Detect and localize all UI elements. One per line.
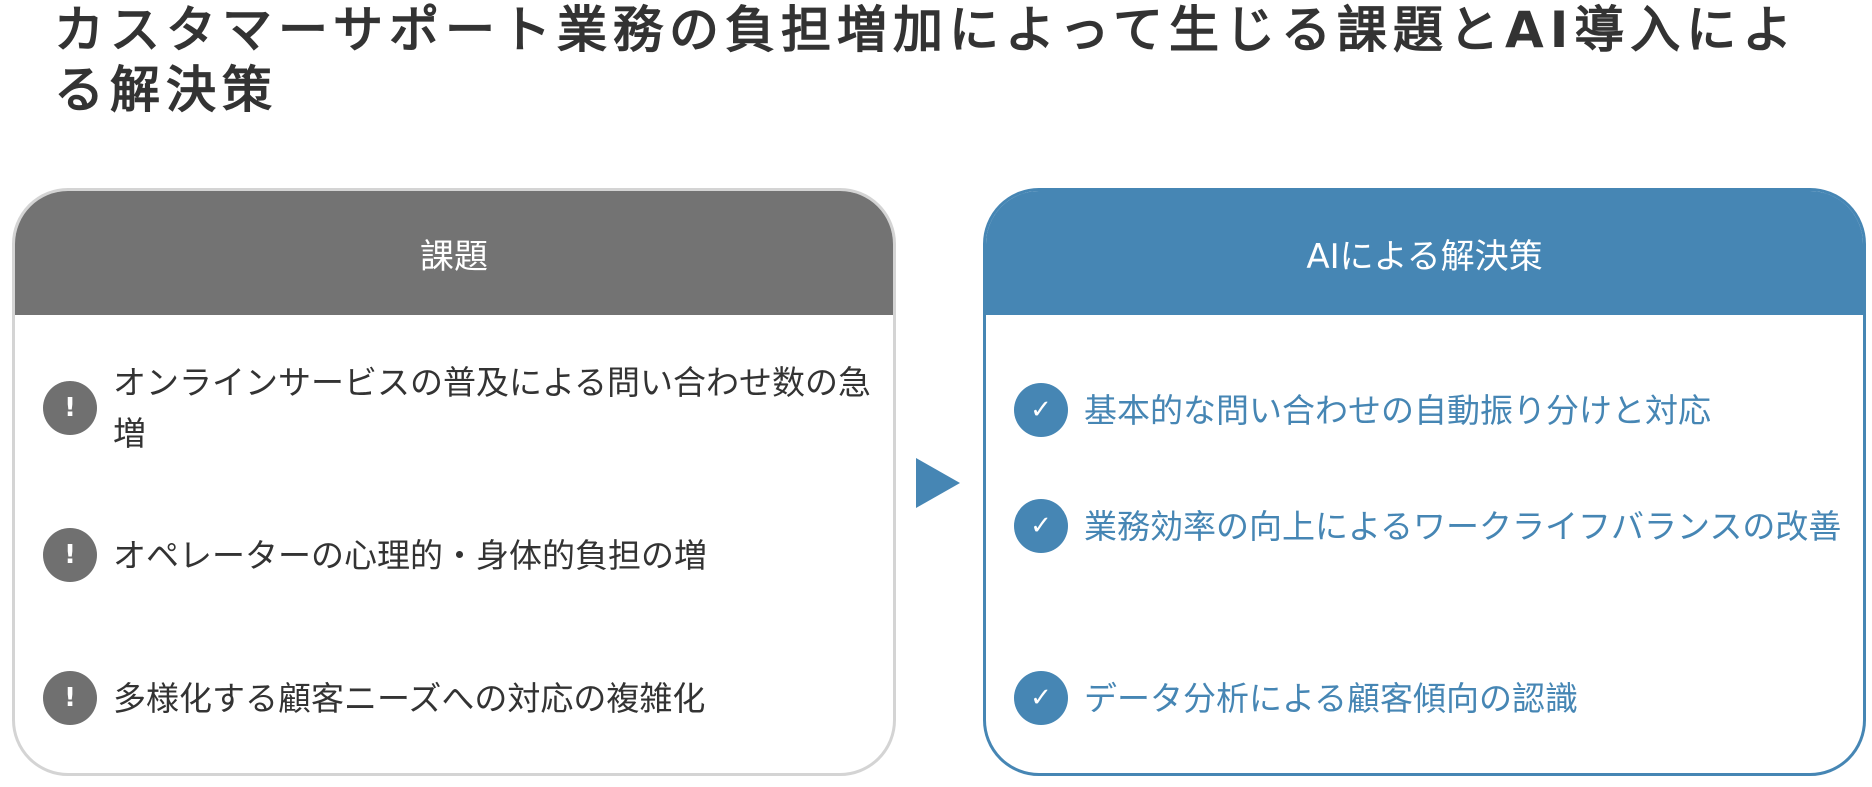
solution-item-text: 業務効率の向上によるワークライフバランスの改善 <box>1084 506 1842 546</box>
exclamation-icon: ! <box>43 671 97 725</box>
exclamation-icon: ! <box>43 381 97 435</box>
problem-item-text: オペレーターの心理的・身体的負担の増 <box>113 535 707 575</box>
problem-item: ! オペレーターの心理的・身体的負担の増 <box>43 528 873 582</box>
check-icon: ✓ <box>1014 383 1068 437</box>
problem-item-text: 多様化する顧客ニーズへの対応の複雑化 <box>113 678 706 718</box>
check-icon: ✓ <box>1014 671 1068 725</box>
problems-header: 課題 <box>15 191 893 315</box>
problem-item-text: オンラインサービスの普及による問い合わせ数の急増 <box>113 363 872 453</box>
right-arrow-icon <box>916 458 960 508</box>
solution-item-text: 基本的な問い合わせの自動振り分けと対応 <box>1084 390 1711 430</box>
problems-panel: 課題 ! オンラインサービスの普及による問い合わせ数の急増 ! オペレーターの心… <box>12 188 896 776</box>
solutions-panel: AIによる解決策 ✓ 基本的な問い合わせの自動振り分けと対応 ✓ 業務効率の向上… <box>983 188 1866 776</box>
solution-item: ✓ 業務効率の向上によるワークライフバランスの改善 <box>1014 499 1843 553</box>
check-icon: ✓ <box>1014 499 1068 553</box>
solutions-header: AIによる解決策 <box>986 191 1863 315</box>
problem-item: ! 多様化する顧客ニーズへの対応の複雑化 <box>43 671 873 725</box>
problem-item: ! オンラインサービスの普及による問い合わせ数の急増 <box>43 357 873 459</box>
page-title: カスタマーサポート業務の負担増加によって生じる課題とAI導入による解決策 <box>54 1 1799 119</box>
problems-header-label: 課題 <box>420 236 488 277</box>
exclamation-icon: ! <box>43 528 97 582</box>
solution-item: ✓ データ分析による顧客傾向の認識 <box>1014 671 1843 725</box>
solutions-header-label: AIによる解決策 <box>1306 236 1543 277</box>
solution-item: ✓ 基本的な問い合わせの自動振り分けと対応 <box>1014 383 1843 437</box>
solution-item-text: データ分析による顧客傾向の認識 <box>1084 678 1579 718</box>
